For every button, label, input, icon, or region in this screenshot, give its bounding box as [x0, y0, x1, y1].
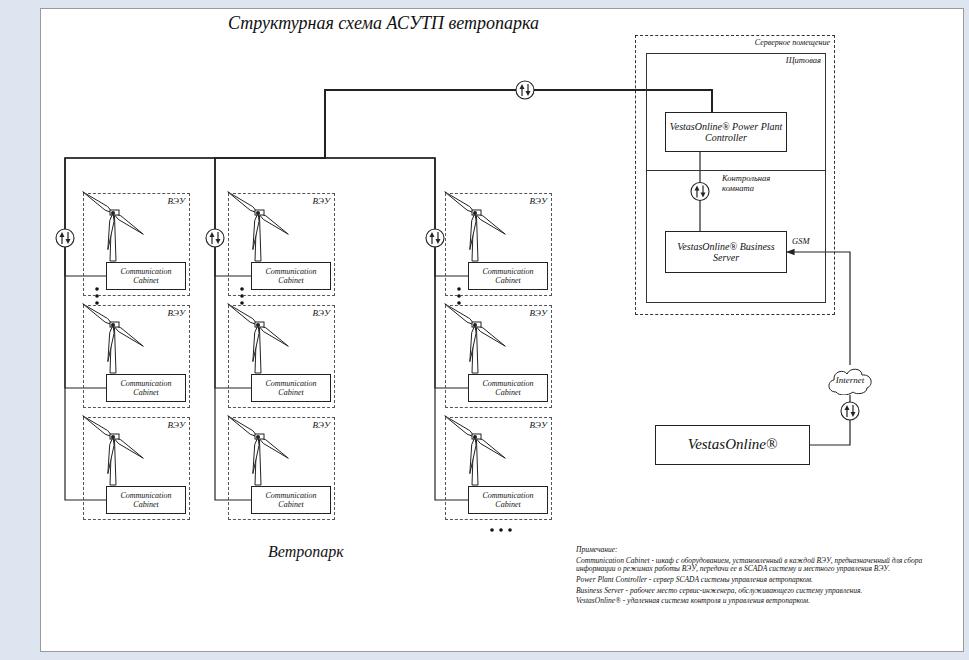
box-label: Communication Cabinet — [472, 267, 544, 285]
wind-turbine-drawing — [228, 304, 289, 373]
box-label: Communication Cabinet — [255, 379, 327, 397]
area-heading: Щитовая — [786, 56, 821, 66]
wind-turbine-drawing — [228, 192, 289, 261]
area-label: Ветропарк — [268, 543, 344, 561]
remote-system-box: VestasOnline® — [655, 425, 810, 465]
data-link — [215, 90, 712, 276]
ellipsis-dot — [457, 287, 461, 291]
communication-cabinet: Communication Cabinet — [468, 262, 548, 290]
box-label: Communication Cabinet — [472, 379, 544, 397]
duplex-link-symbol — [56, 229, 74, 247]
area-heading: ВЭУ — [313, 196, 330, 206]
ellipsis-dot — [240, 287, 244, 291]
server-box: VestasOnline® Power Plant Controller — [665, 112, 787, 152]
ellipsis-dot — [457, 294, 461, 298]
communication-cabinet: Communication Cabinet — [468, 486, 548, 514]
data-link — [215, 90, 712, 388]
box-label: Communication Cabinet — [255, 491, 327, 509]
box-label: Communication Cabinet — [255, 267, 327, 285]
box-label: Communication Cabinet — [110, 379, 182, 397]
duplex-link-symbol — [206, 229, 224, 247]
wind-turbine-drawing — [83, 416, 144, 485]
note-text: Communication Cabinet - шкаф с оборудова… — [576, 557, 958, 574]
duplex-link-symbol — [516, 81, 534, 99]
wind-turbine-drawing — [83, 192, 144, 261]
notes-block: Примечание: Communication Cabinet - шкаф … — [576, 546, 958, 608]
server-box: VestasOnline® Business Server — [665, 231, 787, 273]
data-link — [215, 90, 712, 500]
area-heading: ВЭУ — [530, 308, 547, 318]
wind-turbine-unit: ВЭУ Communication Cabinet — [445, 305, 552, 408]
area-heading: Серверное помещение — [755, 38, 830, 47]
ellipsis-dot — [508, 528, 512, 532]
link-label: GSM — [792, 236, 809, 246]
wind-turbine-drawing — [445, 416, 506, 485]
internet-cloud: Internet — [826, 365, 874, 395]
ellipsis-dot — [490, 528, 494, 532]
wind-turbine-unit: ВЭУ Communication Cabinet — [83, 417, 190, 520]
wind-turbine-unit: ВЭУ Communication Cabinet — [83, 193, 190, 296]
ellipsis-dot — [499, 528, 503, 532]
box-label: Communication Cabinet — [110, 491, 182, 509]
diagram-title: Структурная схема АСУТП ветропарка — [228, 13, 539, 34]
communication-cabinet: Communication Cabinet — [106, 486, 186, 514]
notes-heading: Примечание: — [576, 546, 958, 555]
box-label: VestasOnline® Power Plant Controller — [669, 121, 783, 144]
data-link — [810, 395, 850, 445]
area-heading: ВЭУ — [168, 196, 185, 206]
note-text: Business Server - рабочее место сервис-и… — [576, 587, 958, 596]
communication-cabinet: Communication Cabinet — [251, 374, 331, 402]
wind-turbine-drawing — [83, 304, 144, 373]
data-link — [65, 90, 712, 500]
wind-turbine-unit: ВЭУ Communication Cabinet — [228, 193, 335, 296]
box-label: Communication Cabinet — [472, 491, 544, 509]
area-heading: ВЭУ — [168, 420, 185, 430]
wind-turbine-unit: ВЭУ Communication Cabinet — [228, 305, 335, 408]
duplex-link-symbol — [691, 183, 709, 201]
area-heading: ВЭУ — [313, 420, 330, 430]
area-heading: ВЭУ — [313, 308, 330, 318]
wind-turbine-unit: ВЭУ Communication Cabinet — [445, 417, 552, 520]
data-link — [65, 90, 712, 276]
area-heading: ВЭУ — [168, 308, 185, 318]
wind-turbine-unit: ВЭУ Communication Cabinet — [228, 417, 335, 520]
wind-turbine-drawing — [445, 304, 506, 373]
area-heading: ВЭУ — [530, 420, 547, 430]
data-link — [787, 252, 850, 365]
communication-cabinet: Communication Cabinet — [106, 374, 186, 402]
wind-turbine-drawing — [445, 192, 506, 261]
communication-cabinet: Communication Cabinet — [251, 486, 331, 514]
data-link — [325, 90, 712, 276]
server-room: Серверное помещениеЩитоваяVestasOnline® … — [635, 35, 835, 315]
box-label: Communication Cabinet — [110, 267, 182, 285]
switchboard-room: ЩитоваяVestasOnline® Power Plant Control… — [646, 53, 826, 171]
note-text: VestasOnline® - удаленная система контро… — [576, 597, 958, 606]
data-link — [325, 90, 712, 500]
box-label: VestasOnline® Business Server — [669, 241, 783, 264]
box-label: Internet — [836, 375, 865, 385]
ellipsis-dot — [240, 294, 244, 298]
duplex-link-symbol — [426, 229, 444, 247]
area-heading: Контрольная комната — [722, 174, 792, 194]
ellipsis-dot — [95, 294, 99, 298]
data-link — [65, 90, 712, 388]
data-link — [325, 90, 712, 388]
box-label: VestasOnline® — [688, 436, 778, 453]
communication-cabinet: Communication Cabinet — [468, 374, 548, 402]
wind-turbine-drawing — [228, 416, 289, 485]
wind-turbine-unit: ВЭУ Communication Cabinet — [445, 193, 552, 296]
wind-turbine-unit: ВЭУ Communication Cabinet — [83, 305, 190, 408]
ellipsis-dot — [95, 287, 99, 291]
area-heading: ВЭУ — [530, 196, 547, 206]
communication-cabinet: Communication Cabinet — [106, 262, 186, 290]
duplex-link-symbol — [841, 402, 859, 420]
communication-cabinet: Communication Cabinet — [251, 262, 331, 290]
note-text: Power Plant Controller - сервер SCADA си… — [576, 576, 958, 585]
